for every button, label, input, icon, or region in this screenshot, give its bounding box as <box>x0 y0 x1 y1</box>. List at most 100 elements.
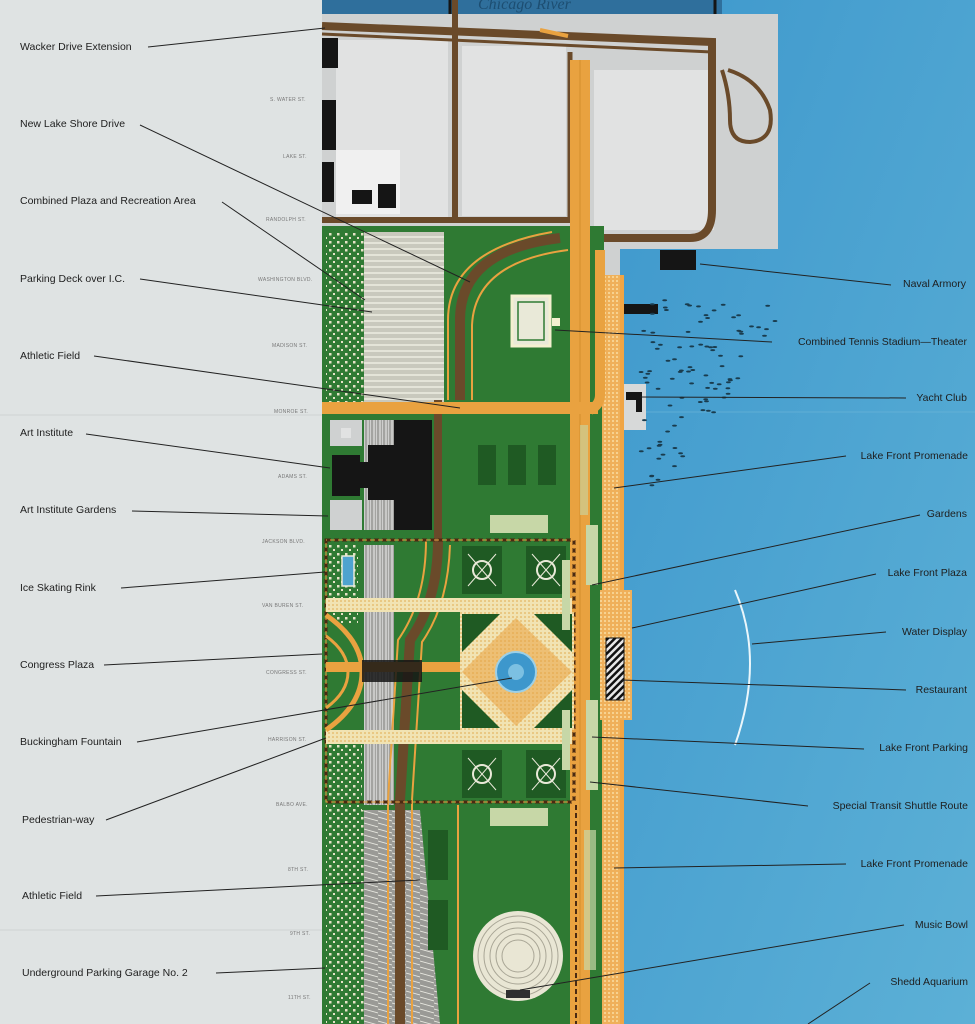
art-institute-building <box>332 445 395 500</box>
building <box>322 100 336 150</box>
mooring-mark <box>706 409 711 412</box>
label-combined-plaza: Combined Plaza and Recreation Area <box>20 195 196 207</box>
wacker-drive-road <box>321 22 716 242</box>
mooring-mark <box>686 370 691 373</box>
mooring-mark <box>687 304 692 307</box>
street-label: 11TH ST. <box>288 995 311 1001</box>
van-buren-plaza <box>326 598 572 612</box>
mooring-mark <box>708 346 713 349</box>
athletic-field <box>538 445 556 485</box>
leader-line <box>591 514 921 586</box>
water-display <box>734 589 751 746</box>
mooring-mark <box>720 303 726 306</box>
label-congress-plaza: Congress Plaza <box>20 659 95 671</box>
label-shedd-aquarium: Shedd Aquarium <box>890 976 968 988</box>
mooring-mark <box>756 326 761 329</box>
mooring-mark <box>712 387 718 390</box>
leader-line <box>699 263 892 286</box>
mooring-mark <box>650 312 655 315</box>
tennis-court <box>517 301 545 341</box>
mooring-mark <box>650 341 656 344</box>
label-lake-front-promenade-south: Lake Front Promenade <box>860 858 968 870</box>
yacht-moorings <box>638 299 778 487</box>
mooring-mark <box>649 475 654 478</box>
mooring-mark <box>705 386 710 389</box>
label-lake-front-plaza: Lake Front Plaza <box>887 567 967 579</box>
mooring-mark <box>658 343 663 346</box>
mooring-mark <box>705 317 710 319</box>
mooring-mark <box>736 314 741 317</box>
mooring-mark <box>709 381 715 384</box>
building <box>322 162 334 202</box>
label-lake-front-parking: Lake Front Parking <box>879 742 968 754</box>
mooring-mark <box>654 347 660 350</box>
mooring-mark <box>662 299 668 302</box>
label-athletic-field-south: Athletic Field <box>22 890 83 902</box>
leader-line <box>136 677 513 743</box>
mooring-mark <box>662 306 668 309</box>
leader-line <box>631 573 877 629</box>
mooring-mark <box>700 409 706 412</box>
mooring-mark <box>696 305 701 308</box>
mooring-mark <box>672 424 677 427</box>
mooring-mark <box>655 478 661 481</box>
street-label: 9TH ST. <box>290 931 311 937</box>
mooring-mark <box>649 303 655 306</box>
mooring-mark <box>718 354 723 357</box>
street-label: RANDOLPH ST. <box>266 217 306 223</box>
leader-line <box>613 863 847 869</box>
mooring-mark <box>712 346 718 348</box>
label-wacker-drive-extension: Wacker Drive Extension <box>20 41 132 53</box>
garden-strip <box>562 710 570 770</box>
restaurant <box>605 637 625 701</box>
label-restaurant: Restaurant <box>915 684 967 696</box>
mooring-mark <box>738 355 744 358</box>
mooring-mark <box>638 450 644 453</box>
street-label: 8TH ST. <box>288 867 309 873</box>
leader-line <box>147 27 326 48</box>
mooring-mark <box>655 387 661 390</box>
mooring-mark <box>678 452 683 455</box>
mooring-mark <box>638 371 644 373</box>
naval-armory-building <box>660 250 696 270</box>
lake-front-strip <box>584 830 596 970</box>
leader-line <box>589 781 809 807</box>
mooring-mark <box>680 455 686 458</box>
mooring-mark <box>645 372 651 375</box>
mooring-mark <box>772 320 778 322</box>
road <box>539 28 569 38</box>
street-label: MADISON ST. <box>272 343 308 349</box>
leader-line <box>95 879 421 897</box>
leader-line <box>215 967 326 974</box>
mooring-mark <box>764 328 769 331</box>
label-yacht-club: Yacht Club <box>916 392 967 404</box>
music-bowl <box>473 911 563 1001</box>
mooring-mark <box>703 398 709 401</box>
street-label: CONGRESS ST. <box>266 670 307 676</box>
building <box>378 184 396 208</box>
river-label: Chicago River <box>478 0 572 13</box>
label-buckingham-fountain: Buckingham Fountain <box>20 736 122 748</box>
mooring-mark <box>739 332 744 335</box>
street-label: WASHINGTON BLVD. <box>258 277 313 283</box>
label-lake-front-promenade-north: Lake Front Promenade <box>860 450 968 462</box>
road <box>321 32 713 54</box>
leader-line <box>221 201 366 301</box>
mooring-mark <box>664 309 669 311</box>
mooring-mark <box>725 387 731 390</box>
label-parking-deck: Parking Deck over I.C. <box>20 273 126 285</box>
mooring-mark <box>736 329 742 332</box>
leader-line <box>807 982 871 1024</box>
label-gardens: Gardens <box>926 508 967 520</box>
road-edge <box>447 231 553 400</box>
athletic-field <box>428 830 448 880</box>
label-ice-skating-rink: Ice Skating Rink <box>20 582 96 594</box>
mooring-mark <box>650 331 656 334</box>
mooring-mark <box>669 377 675 380</box>
mooring-mark <box>690 369 696 371</box>
street-label: MONROE ST. <box>274 409 309 415</box>
leader-line <box>105 737 327 821</box>
leader-line <box>120 571 326 589</box>
mooring-mark <box>665 359 671 362</box>
mooring-mark <box>727 378 733 381</box>
